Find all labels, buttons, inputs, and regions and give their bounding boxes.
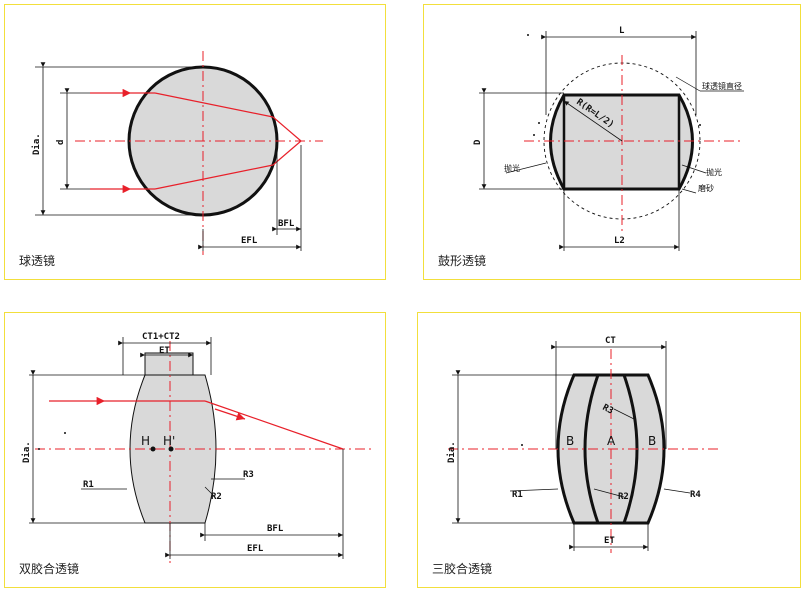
label-bfl: BFL <box>267 524 284 534</box>
label-b-right: B <box>648 434 656 448</box>
panel-doublet-lens: CT1+CT2 ET Dia. H H' R1 R2 R3 BFL EFL 双胶… <box>4 312 386 588</box>
label-efl: EFL <box>247 544 264 554</box>
label-a: A <box>607 434 616 448</box>
label-ct: CT <box>605 336 616 346</box>
caption-doublet-lens: 双胶合透镜 <box>19 562 80 576</box>
label-r1: R1 <box>512 490 523 500</box>
doublet-lens-diagram: CT1+CT2 ET Dia. H H' R1 R2 R3 BFL EFL <box>21 332 373 563</box>
label-l: L <box>619 26 625 36</box>
label-r2: R2 <box>211 492 222 502</box>
label-ground: 磨砂 <box>698 183 714 193</box>
label-d: d <box>56 140 66 145</box>
label-dia: Dia. <box>21 441 32 463</box>
label-bfl: BFL <box>278 219 295 229</box>
label-ball-diameter: 球透镜直径 <box>702 81 742 91</box>
label-l2: L2 <box>614 236 625 246</box>
label-d: D <box>473 139 483 145</box>
caption-drum-lens: 鼓形透镜 <box>438 254 487 268</box>
label-b-left: B <box>566 434 574 448</box>
label-r3: R3 <box>243 470 254 480</box>
panel-triplet-lens: CT ET Dia. A B B R1 R2 R3 R4 三胶合透镜 <box>417 312 801 588</box>
label-efl: EFL <box>241 236 258 246</box>
label-et: ET <box>604 536 615 546</box>
label-r3: R3 <box>601 403 615 417</box>
label-r2: R2 <box>618 492 629 502</box>
label-polish-right: 抛光 <box>706 167 722 177</box>
label-et: ET <box>159 346 170 356</box>
triplet-lens-diagram: CT ET Dia. A B B R1 R2 R3 R4 <box>446 336 718 553</box>
caption-ball-lens: 球透镜 <box>19 254 56 268</box>
drum-lens-diagram: L L2 D R(R=L/2) 球透镜直径 抛光 抛光 磨砂 <box>473 26 744 251</box>
caption-triplet-lens: 三胶合透镜 <box>432 562 493 576</box>
label-h-prime: H' <box>163 434 175 448</box>
ball-lens-diagram: Dia. d BFL EFL <box>31 51 323 255</box>
label-ct: CT1+CT2 <box>142 332 180 342</box>
label-h: H <box>141 434 150 448</box>
label-dia: Dia. <box>446 441 457 463</box>
label-r4: R4 <box>690 490 701 500</box>
panel-ball-lens: Dia. d BFL EFL 球透镜 <box>4 4 386 280</box>
panel-drum-lens: L L2 D R(R=L/2) 球透镜直径 抛光 抛光 磨砂 鼓形透镜 <box>423 4 801 280</box>
label-dia: Dia. <box>31 133 42 155</box>
label-r1: R1 <box>83 480 94 490</box>
label-polish-left: 抛光 <box>504 163 520 173</box>
